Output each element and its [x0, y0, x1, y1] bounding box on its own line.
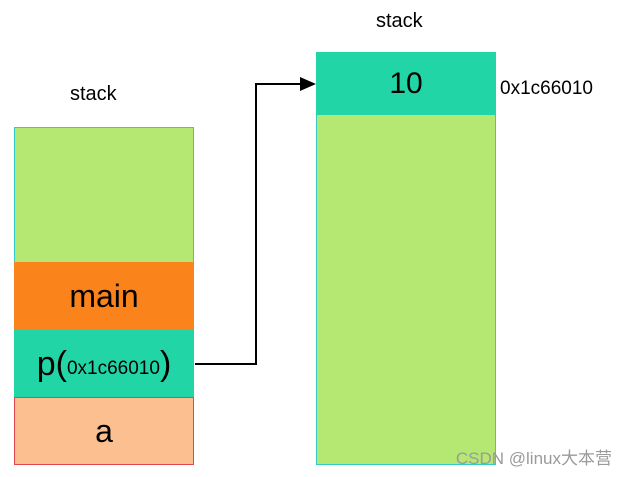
pointer-arrow-line: [195, 83, 304, 365]
right-stack-empty-region: [316, 115, 496, 465]
heap-value-address: 0x1c66010: [500, 78, 593, 99]
heap-value-label: 10: [389, 67, 423, 100]
main-frame-label: main: [69, 278, 139, 314]
left-stack-empty-region: [14, 127, 194, 263]
pointer-arrow-head: [300, 77, 316, 91]
pointer-p-address: 0x1c66010: [66, 358, 160, 379]
pointer-p-prefix: p(: [36, 344, 67, 383]
main-frame-cell: main: [14, 262, 194, 331]
right-stack-title: stack: [376, 10, 423, 32]
pointer-p-suffix: ): [159, 344, 172, 383]
pointer-p-cell: p(0x1c66010): [14, 330, 194, 398]
watermark: CSDN @linux大本营: [455, 449, 612, 468]
left-stack-title: stack: [70, 83, 117, 105]
variable-a-label: a: [95, 412, 113, 449]
variable-a-cell: a: [14, 397, 194, 465]
heap-value-cell: 10: [316, 52, 496, 116]
